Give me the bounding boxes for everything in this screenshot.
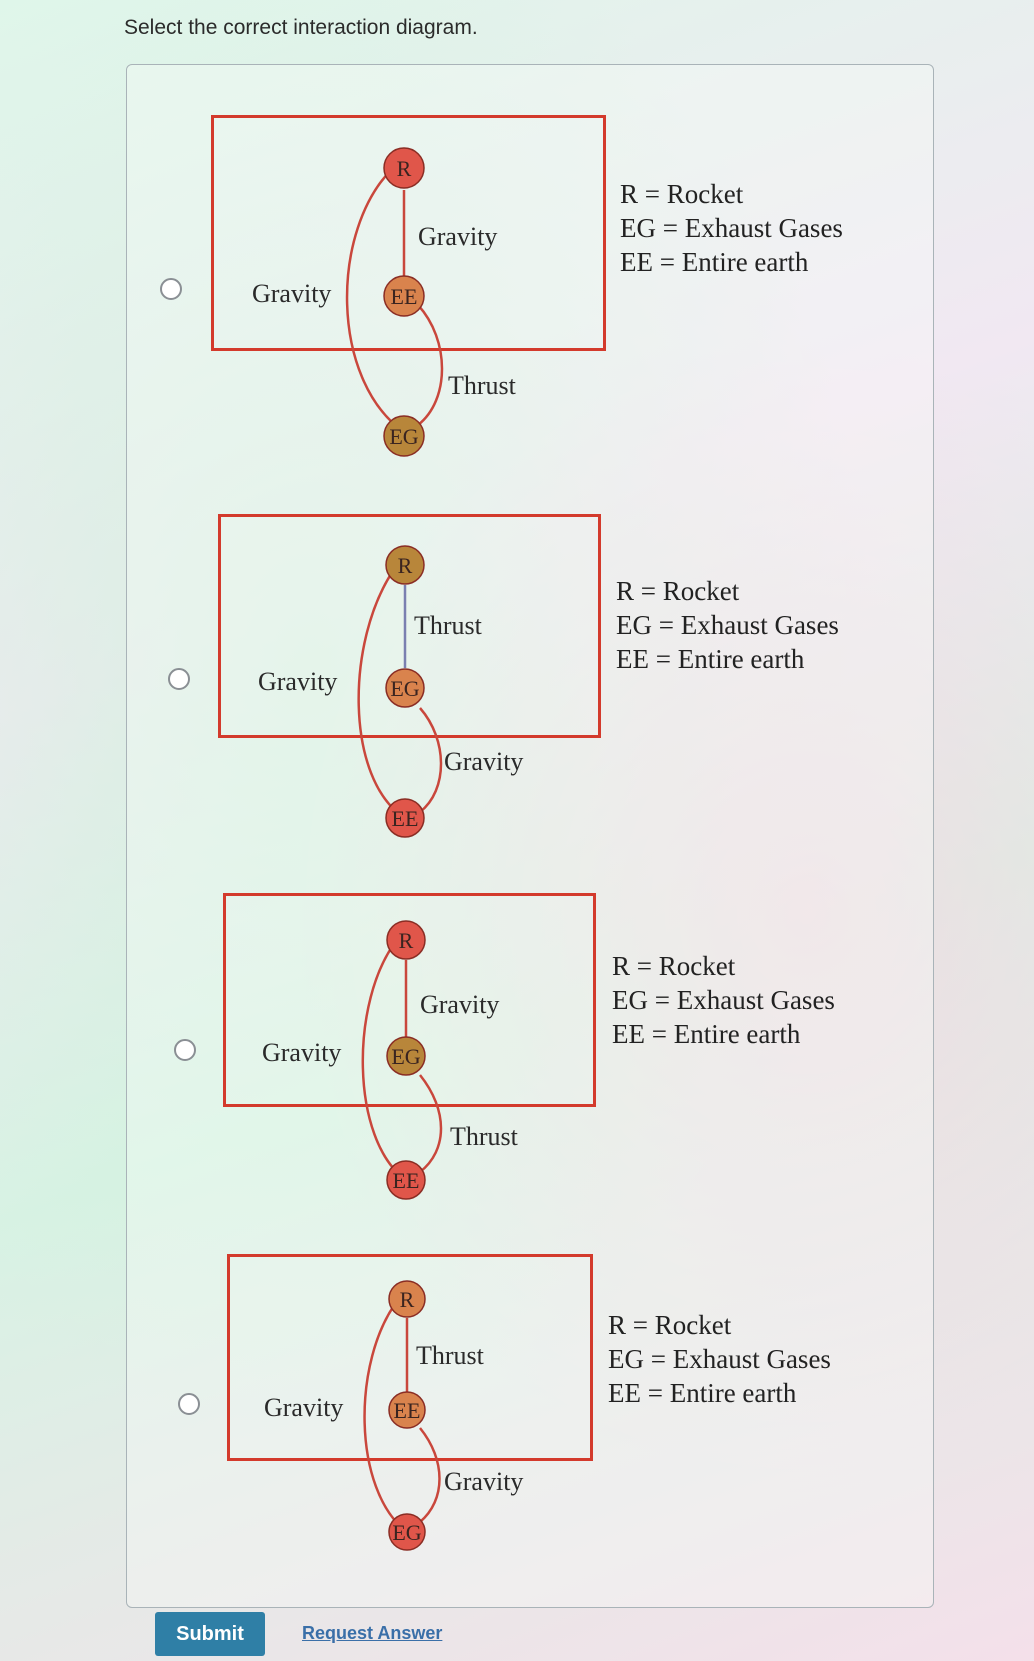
option-3-node-middle-label: EG: [391, 1044, 420, 1069]
option-2-left-arc: [357, 567, 406, 820]
option-2-node-middle-label: EG: [390, 676, 419, 701]
option-3-node-middle: [386, 1036, 426, 1076]
question-prompt: Select the correct interaction diagram.: [124, 16, 478, 39]
option-2-radio[interactable]: [168, 668, 190, 690]
legend-item: EE = Entire earth: [620, 247, 809, 277]
legend-item: EG = Exhaust Gases: [612, 985, 835, 1015]
option-3-node-bottom: [386, 1160, 426, 1200]
option-2-right-arc: [419, 707, 443, 813]
option-1-node-bottom: [383, 415, 425, 457]
option-4-legend: R = Rocket EG = Exhaust Gases EE = Entir…: [608, 1308, 831, 1410]
option-1-node-middle-label: EE: [391, 284, 418, 309]
option-3-node-bottom-label: EE: [393, 1168, 420, 1193]
option-1-radio[interactable]: [160, 278, 182, 300]
option-4-label-left: Gravity: [264, 1393, 343, 1422]
option-2-label-upper-right: Thrust: [414, 611, 483, 640]
option-4-node-bottom-label: EG: [392, 1520, 421, 1545]
option-4-node-top: [388, 1280, 426, 1318]
option-3-left-arc: [361, 939, 407, 1182]
option-3-node-top: [386, 920, 426, 960]
submit-button[interactable]: Submit: [155, 1612, 265, 1656]
answer-panel: [126, 64, 934, 1608]
option-3-label-upper-right: Gravity: [420, 990, 499, 1019]
option-4-interaction-diagram: R EE EG Gravity Thrust Gravity: [264, 1280, 523, 1551]
option-1-interaction-diagram: R EE EG Gravity Gravity Thrust: [252, 147, 517, 457]
legend-item: EE = Entire earth: [616, 644, 805, 674]
option-2-node-top-label: R: [398, 553, 413, 578]
option-2-node-middle: [385, 668, 425, 708]
option-2-node-top: [385, 545, 425, 585]
option-3-node-top-label: R: [399, 928, 414, 953]
option-3-label-lower-right: Thrust: [450, 1122, 519, 1151]
legend-item: R = Rocket: [612, 951, 736, 981]
option-4-left-arc: [363, 1299, 408, 1533]
legend-item: R = Rocket: [616, 576, 740, 606]
option-4-node-middle: [388, 1391, 426, 1429]
option-3-interaction-diagram: R EG EE Gravity Gravity Thrust: [262, 920, 519, 1200]
option-4-label-lower-right: Gravity: [444, 1467, 523, 1496]
request-answer-link[interactable]: Request Answer: [302, 1623, 443, 1643]
option-4-node-top-label: R: [400, 1287, 415, 1312]
option-3-radio[interactable]: [174, 1039, 196, 1061]
option-2-node-bottom-label: EE: [392, 806, 419, 831]
legend-item: EE = Entire earth: [612, 1019, 801, 1049]
option-4-radio[interactable]: [178, 1393, 200, 1415]
option-4-node-middle-label: EE: [394, 1398, 421, 1423]
option-1-left-arc: [345, 167, 405, 434]
option-4-label-upper-right: Thrust: [416, 1341, 485, 1370]
option-3-legend: R = Rocket EG = Exhaust Gases EE = Entir…: [612, 949, 835, 1051]
option-1-node-top: [383, 147, 425, 189]
option-4-right-arc: [419, 1427, 441, 1523]
legend-item: EG = Exhaust Gases: [620, 213, 843, 243]
option-2-label-lower-right: Gravity: [444, 747, 523, 776]
option-3-label-left: Gravity: [262, 1038, 341, 1067]
option-2-interaction-diagram: R EG EE Gravity Thrust Gravity: [258, 545, 523, 838]
option-1-label-upper-right: Gravity: [418, 222, 497, 251]
legend-item: EG = Exhaust Gases: [616, 610, 839, 640]
legend-item: EE = Entire earth: [608, 1378, 797, 1408]
option-1-right-arc: [417, 304, 444, 426]
option-1-node-top-label: R: [397, 156, 412, 181]
option-1-node-middle: [383, 275, 425, 317]
option-2-node-bottom: [385, 798, 425, 838]
option-2-legend: R = Rocket EG = Exhaust Gases EE = Entir…: [616, 574, 839, 676]
option-1-label-left: Gravity: [252, 279, 331, 308]
option-4-node-bottom: [388, 1513, 426, 1551]
legend-item: EG = Exhaust Gases: [608, 1344, 831, 1374]
legend-item: R = Rocket: [620, 179, 744, 209]
legend-item: R = Rocket: [608, 1310, 732, 1340]
option-1-legend: R = Rocket EG = Exhaust Gases EE = Entir…: [620, 177, 843, 279]
option-1-label-lower-right: Thrust: [448, 371, 517, 400]
option-3-right-arc: [419, 1074, 443, 1173]
option-1-node-bottom-label: EG: [389, 424, 418, 449]
option-2-label-left: Gravity: [258, 667, 337, 696]
